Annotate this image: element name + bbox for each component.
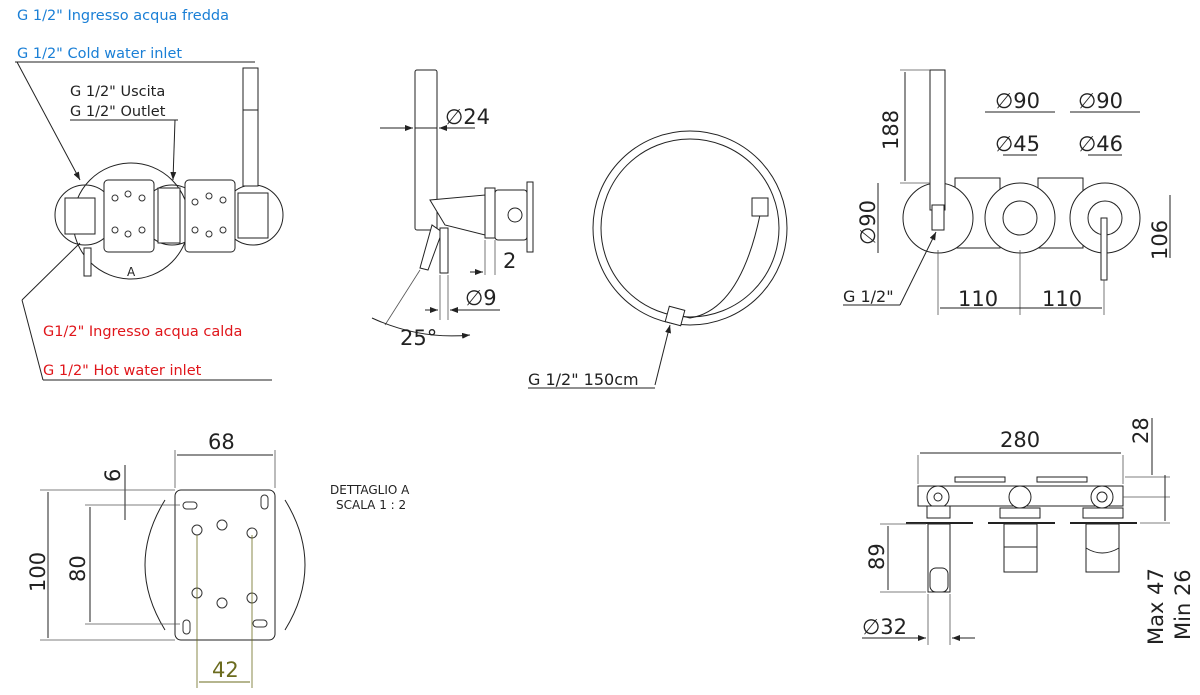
dim-2: 2 [503,249,516,273]
hot-inlet-label-it: G1/2" Ingresso acqua calda [43,324,242,340]
dim-80: 80 [66,555,90,582]
dim-100: 100 [26,552,50,592]
right-connection-label: G 1/2" [843,287,894,306]
dim-d45: ∅45 [995,132,1040,156]
dim-d90-left: ∅90 [856,200,880,245]
detail-scale: SCALA 1 : 2 [336,498,406,512]
dim-89: 89 [865,543,889,570]
dim-280: 280 [1000,428,1040,452]
hot-inlet-label-en: G 1/2" Hot water inlet [43,363,202,379]
body-front-view: G 1/2" Ingresso acqua fredda G 1/2" Cold… [15,8,284,381]
dim-d24: ∅24 [445,105,490,129]
dim-28: 28 [1129,417,1153,444]
side-view: ∅24 2 ∅9 25° [371,69,534,350]
dim-d90-b: ∅90 [1078,89,1123,113]
dim-110-b: 110 [1042,287,1082,311]
dim-106: 106 [1148,220,1172,260]
hose-label: G 1/2" 150cm [528,370,639,389]
outlet-label-it: G 1/2" Uscita [70,84,165,100]
dim-angle-25: 25° [400,326,437,350]
cold-inlet-label-it: G 1/2" Ingresso acqua fredda [17,8,229,24]
dim-110-a: 110 [958,287,998,311]
outlet-label-en: G 1/2" Outlet [70,104,166,120]
detail-a-view: 68 6 100 80 42 DETTAGLIO A SCALA 1 : 2 [26,430,410,688]
dim-188: 188 [879,110,903,150]
dim-max-47: Max 47 [1144,568,1168,645]
dim-d46: ∅46 [1078,132,1123,156]
front-view-right: 188 ∅90 ∅90 ∅90 ∅45 ∅46 106 110 110 G 1/… [843,69,1172,315]
hose-view: G 1/2" 150cm [528,130,788,389]
dim-d90-a: ∅90 [995,89,1040,113]
dim-d32: ∅32 [862,615,907,639]
dim-42: 42 [212,658,239,682]
dim-68: 68 [208,430,235,454]
dim-min-26: Min 26 [1171,569,1195,640]
dim-d9: ∅9 [465,286,497,310]
detail-title: DETTAGLIO A [330,483,410,497]
detail-marker-a: A [127,265,136,279]
cold-inlet-label-en: G 1/2" Cold water inlet [17,46,182,62]
top-view: 280 28 Max 47 Min 26 89 ∅32 [862,417,1195,645]
dim-6: 6 [101,469,125,482]
